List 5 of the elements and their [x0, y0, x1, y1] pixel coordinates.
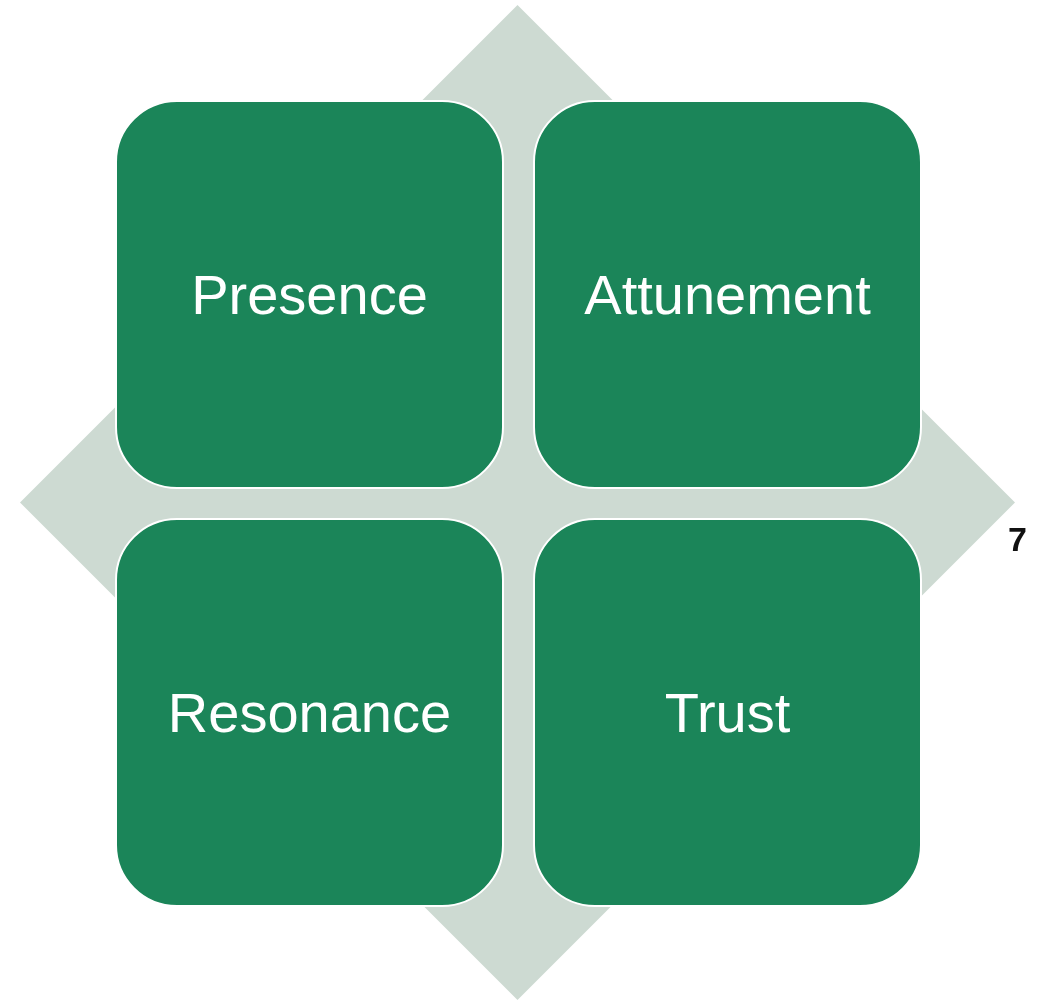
tile-label: Resonance: [167, 680, 452, 745]
tile-label: Attunement: [584, 262, 871, 327]
page-number: 7: [1008, 520, 1027, 559]
tile-label: Presence: [191, 262, 428, 327]
tile-label: Trust: [664, 680, 791, 745]
